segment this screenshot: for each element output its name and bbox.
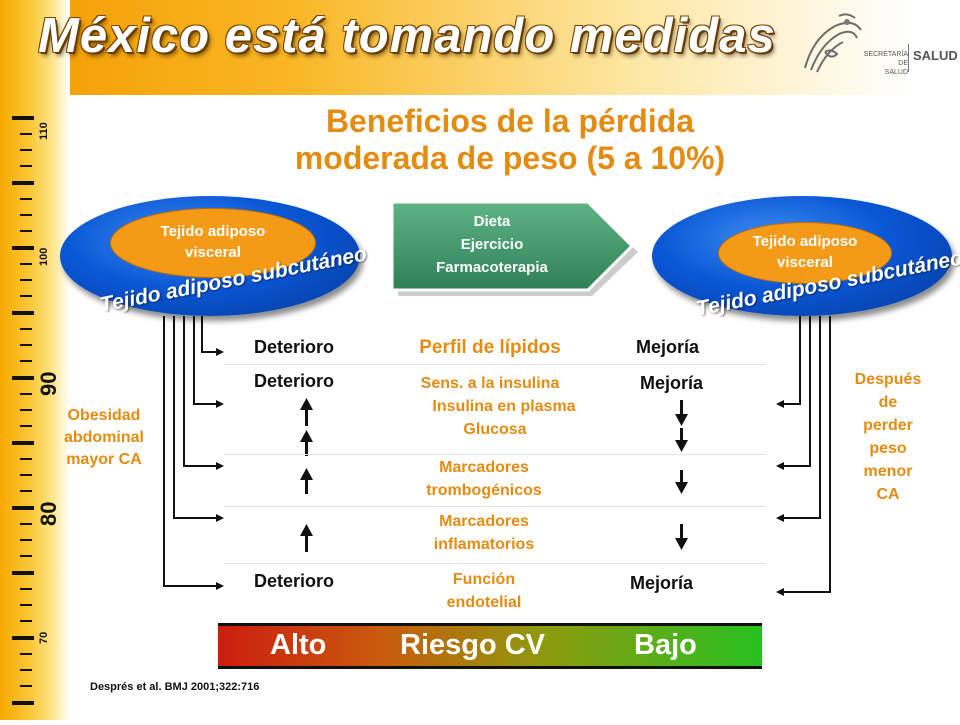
right-side-line1: Después xyxy=(854,371,922,388)
intervention-diet: Dieta xyxy=(473,213,511,230)
endothelial-line2: endotelial xyxy=(446,594,522,611)
logo-divider xyxy=(908,44,909,72)
endothelial-middle: Función endotelial xyxy=(384,568,584,614)
intervention-label: Dieta Ejercicio Farmacoterapia xyxy=(392,210,592,279)
plasma-insulin: Insulina en plasma xyxy=(432,398,576,415)
right-side-line4: peso xyxy=(869,440,907,457)
endothelial-right: Mejoría xyxy=(630,573,694,593)
intervention-arrow xyxy=(392,202,638,296)
secretaria-de-salud-logo xyxy=(795,8,955,80)
left-side-line2: abdominal xyxy=(63,429,144,446)
left-connector-thrombo xyxy=(183,316,224,470)
insulin-right: Mejoría xyxy=(640,373,704,393)
left-connector-lipids xyxy=(201,316,224,356)
left-connector-inflam xyxy=(173,316,224,522)
right-side-line2: de xyxy=(878,394,898,411)
risk-title-label: Riesgo CV xyxy=(400,629,546,661)
eagle-emblem-icon xyxy=(804,13,862,73)
slide-title: México está tomando medidas xyxy=(38,9,776,63)
inflam-line2: inflamatorios xyxy=(433,536,535,553)
left-visceral-line1: Tejido adiposo xyxy=(160,223,266,240)
lipids-middle: Perfil de lípidos xyxy=(419,337,561,358)
left-side-line1: Obesidad xyxy=(67,407,141,424)
glucose: Glucosa xyxy=(463,421,527,438)
left-connector-insulin xyxy=(193,316,224,408)
right-side-label: Después de perder peso menor CA xyxy=(838,368,938,506)
right-visceral-oval: Tejido adiposo visceral xyxy=(718,222,892,284)
row-separator xyxy=(224,506,766,507)
diagram-title-line1: Beneficios de la pérdida xyxy=(325,103,695,139)
diagram-title-line2: moderada de peso (5 a 10%) xyxy=(294,140,726,176)
right-side-line6: CA xyxy=(876,486,900,503)
logo-agency-line1: SECRETARÍA DE xyxy=(863,51,908,67)
lipids-left: Deterioro xyxy=(254,337,335,357)
logo-agency-line2: SALUD xyxy=(884,69,908,76)
right-connector-endothelial xyxy=(776,316,831,596)
right-side-line5: menor xyxy=(863,463,913,480)
intervention-exercise: Ejercicio xyxy=(460,236,524,253)
left-side-line3: mayor CA xyxy=(66,451,142,468)
thrombo-line2: trombogénicos xyxy=(426,482,542,499)
right-visceral-line1: Tejido adiposo xyxy=(752,233,858,250)
intervention-pharmacotherapy: Farmacoterapia xyxy=(436,259,548,276)
left-connector-endothelial xyxy=(163,316,224,590)
insulin-middle: Sens. a la insulina Insulina en plasma G… xyxy=(380,372,600,441)
insulin-left: Deterioro xyxy=(254,371,335,391)
logo-agency-text: SECRETARÍA DE SALUD xyxy=(856,50,908,77)
row-separator xyxy=(224,364,766,365)
citation: Després et al. BMJ 2001;322:716 xyxy=(90,681,260,693)
risk-low-label: Bajo xyxy=(634,629,697,661)
lipids-right: Mejoría xyxy=(636,337,700,357)
insulin-sensitivity: Sens. a la insulina xyxy=(420,375,560,392)
tape-measure-ticks xyxy=(12,116,34,705)
right-visceral-label: Tejido adiposo visceral xyxy=(719,231,891,273)
left-visceral-label: Tejido adiposo visceral xyxy=(111,221,315,263)
endothelial-left: Deterioro xyxy=(254,571,335,591)
right-connector-thrombo xyxy=(776,316,811,470)
header-band xyxy=(0,0,960,95)
inflam-line1: Marcadores xyxy=(439,513,529,530)
row-separator xyxy=(224,454,766,455)
tape-measure-strip xyxy=(0,0,70,720)
thrombo-middle: Marcadores trombogénicos xyxy=(384,456,584,502)
right-connector-insulin xyxy=(776,316,801,408)
left-visceral-line2: visceral xyxy=(185,244,241,261)
diagram-title: Beneficios de la pérdida moderada de pes… xyxy=(200,103,820,177)
left-visceral-oval: Tejido adiposo visceral xyxy=(110,208,316,278)
endothelial-line1: Función xyxy=(452,571,516,588)
thrombo-line1: Marcadores xyxy=(439,459,529,476)
left-side-label: Obesidad abdominal mayor CA xyxy=(44,405,164,471)
right-side-line3: perder xyxy=(863,417,913,434)
right-visceral-line2: visceral xyxy=(777,254,833,271)
logo-brand-text: SALUD xyxy=(913,48,958,63)
risk-high-label: Alto xyxy=(270,629,327,661)
cv-risk-gradient-bar xyxy=(218,623,762,669)
row-separator xyxy=(224,563,766,564)
inflam-middle: Marcadores inflamatorios xyxy=(384,510,584,556)
right-connector-inflam xyxy=(776,316,821,522)
